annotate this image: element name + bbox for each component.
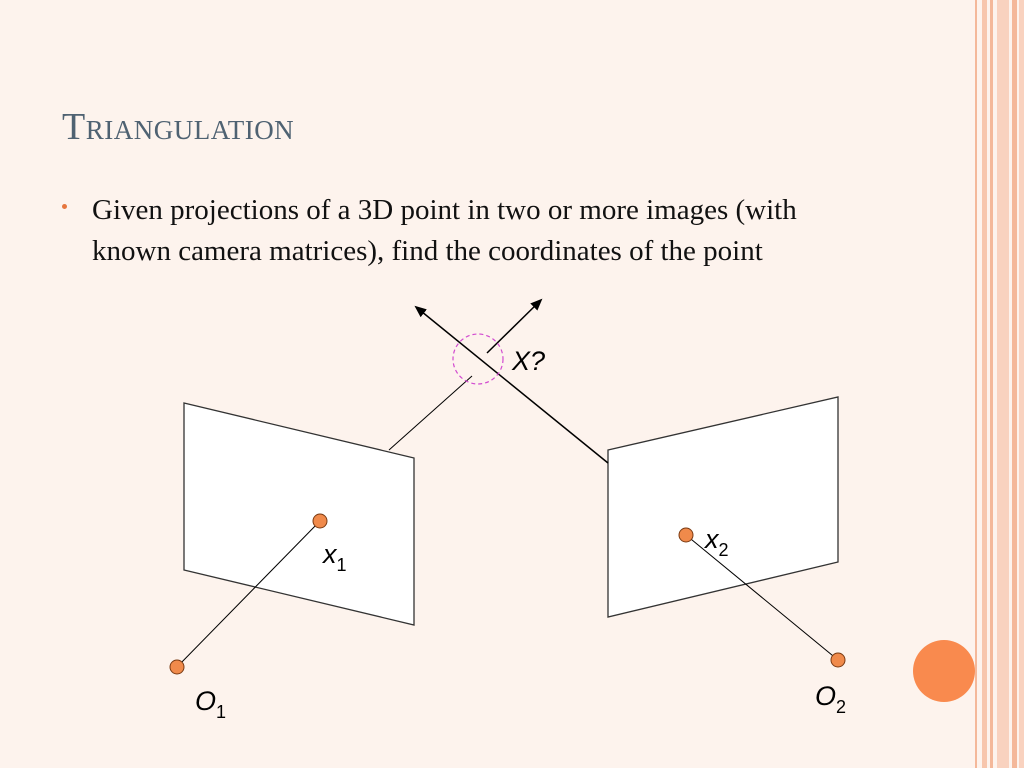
slide-title: Triangulation: [62, 106, 295, 148]
bullet-text: Given projections of a 3D point in two o…: [92, 194, 797, 267]
left-image-plane: [183, 402, 415, 626]
label-x-question: X?: [511, 346, 545, 376]
decor-stripe: [990, 0, 993, 768]
decor-stripe: [982, 0, 987, 768]
decor-circle: [913, 640, 975, 702]
ray-o1-x1: [176, 520, 321, 668]
target-point-circle: [452, 333, 504, 385]
decor-stripe: [997, 0, 1009, 768]
label-x1: x1: [321, 539, 347, 575]
point-x2: [678, 527, 694, 543]
decor-stripe: [975, 0, 977, 768]
ray-left-upper: [388, 375, 473, 451]
right-image-plane: [607, 396, 839, 618]
bullet-marker: [62, 204, 67, 209]
point-o2: [830, 652, 846, 668]
ray-left-arrow: [486, 298, 543, 354]
decor-stripe: [1012, 0, 1017, 768]
ray-right-arrow: [414, 305, 609, 464]
ray-o2-x2: [685, 534, 839, 661]
point-x1: [312, 513, 328, 529]
point-o1: [169, 659, 185, 675]
label-x2: x2: [703, 524, 729, 560]
label-o2: O2: [815, 681, 846, 717]
label-o1: O1: [195, 686, 226, 722]
decor-stripe: [1019, 0, 1024, 768]
